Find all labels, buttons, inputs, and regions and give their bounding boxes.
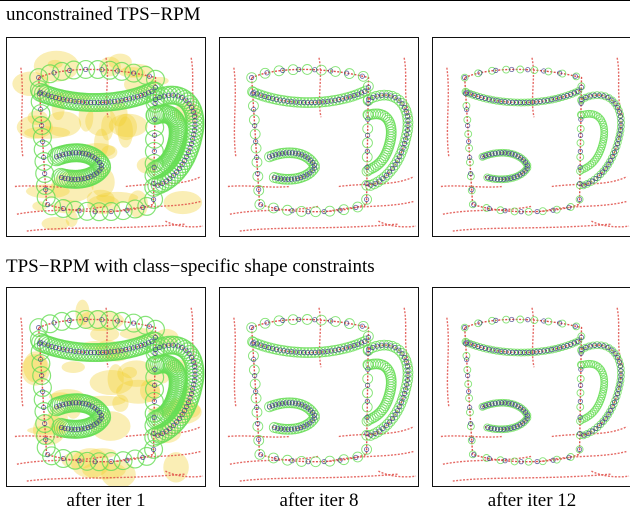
caption-iter-8: after iter 8	[279, 490, 359, 511]
caption-iter-12: after iter 12	[487, 490, 577, 511]
mug-matching-image	[440, 57, 630, 232]
panel-unconstrained-iter-12	[432, 37, 630, 237]
panel-constrained-iter-8	[219, 287, 419, 487]
mug-matching-image	[227, 57, 417, 232]
mug-matching-image	[440, 307, 630, 482]
mug-matching-image	[14, 299, 205, 486]
panel-unconstrained-iter-1	[6, 37, 206, 237]
panel-constrained-iter-1	[6, 287, 206, 487]
row-title-unconstrained: unconstrained TPS−RPM	[6, 4, 201, 25]
mug-matching-image	[12, 50, 205, 232]
top-rule	[0, 0, 630, 1]
mug-matching-image	[227, 307, 417, 482]
row-title-constrained: TPS−RPM with class−specific shape constr…	[6, 256, 375, 277]
panel-constrained-iter-12	[432, 287, 630, 487]
caption-iter-1: after iter 1	[66, 490, 146, 511]
panel-unconstrained-iter-8	[219, 37, 419, 237]
